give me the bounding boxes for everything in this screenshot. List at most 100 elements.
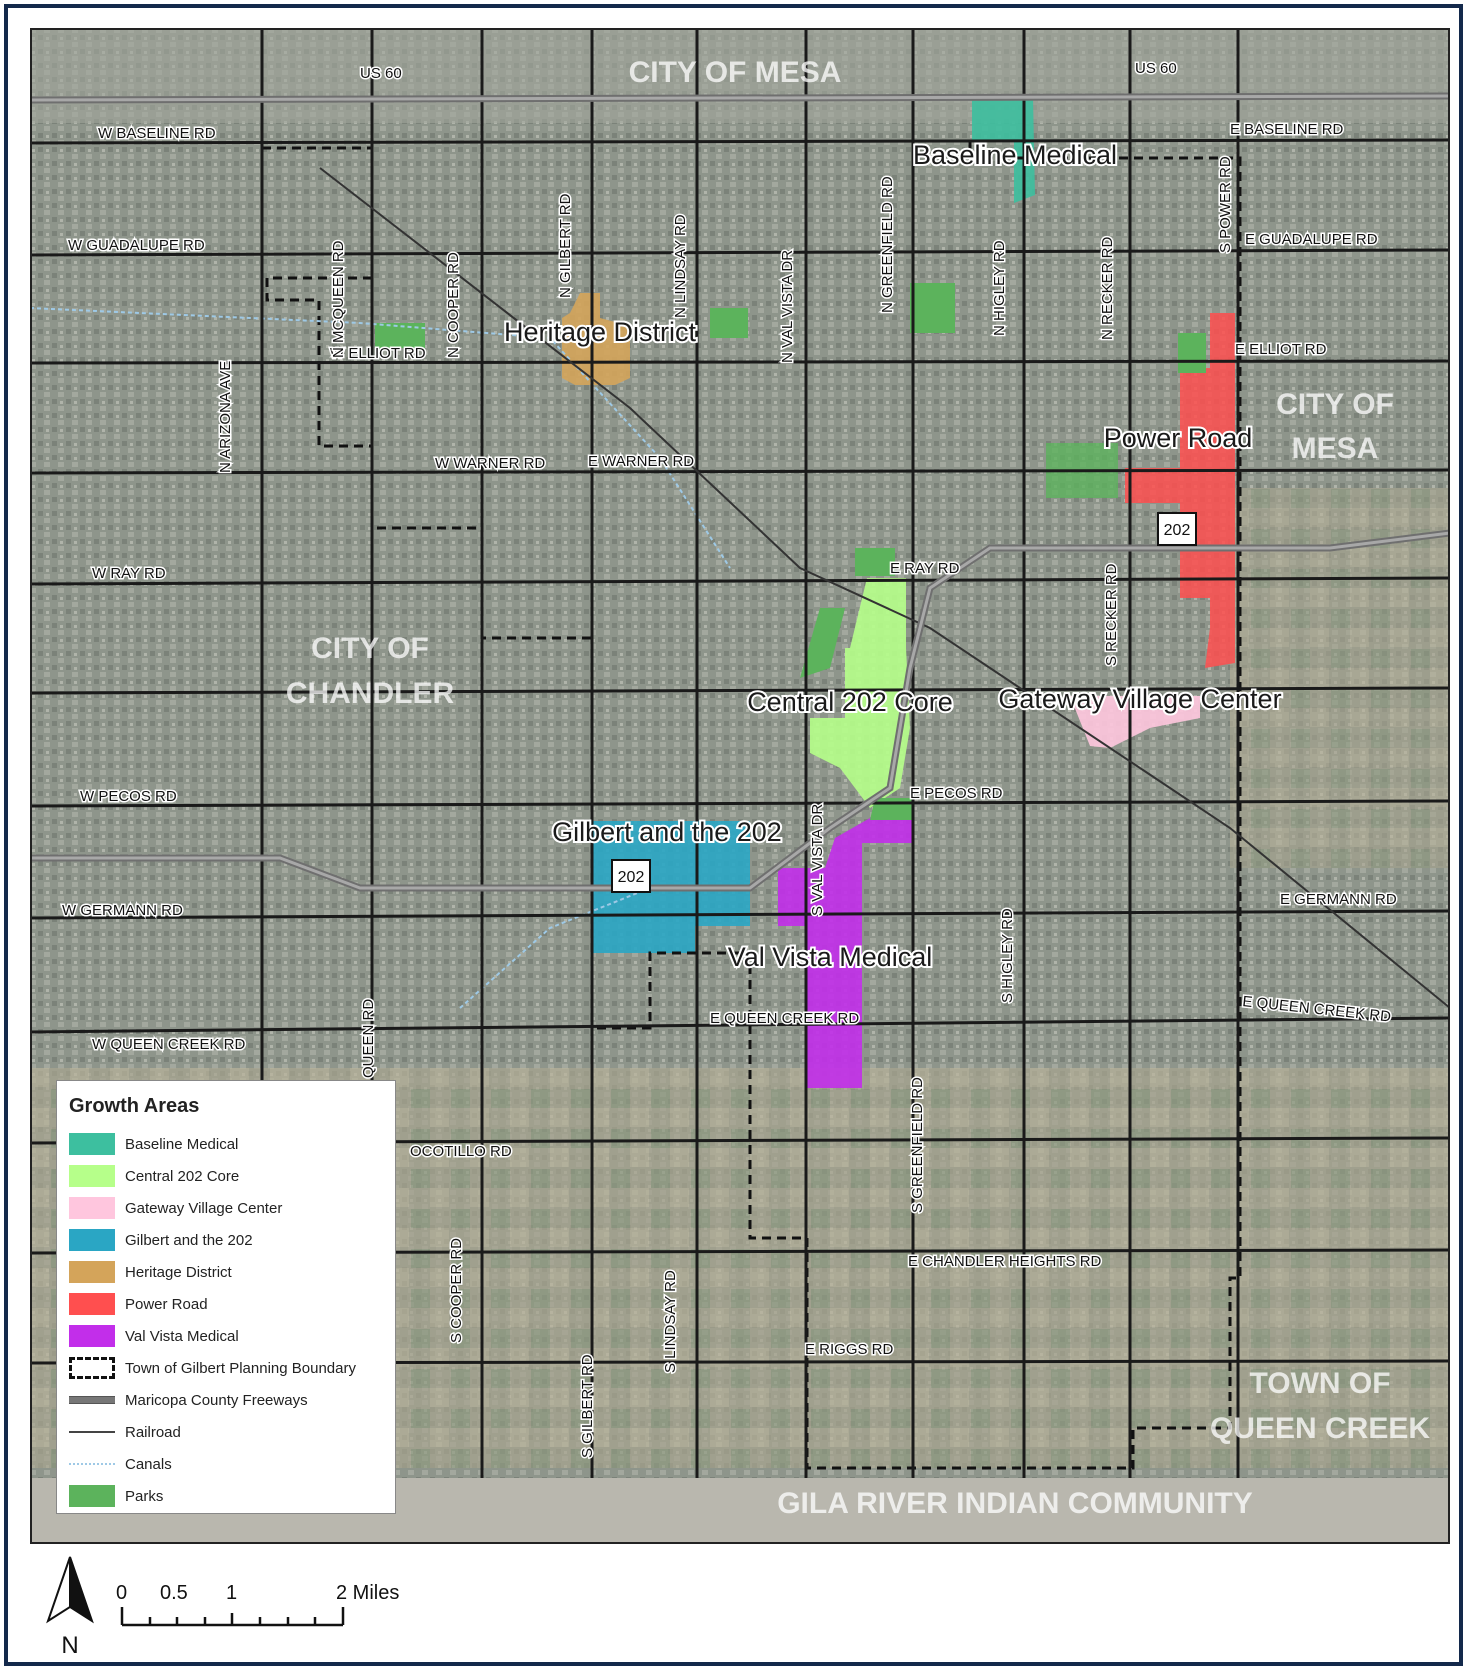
park xyxy=(1178,333,1206,373)
road-label: S RECKER RD xyxy=(1103,563,1120,666)
legend-label: Parks xyxy=(125,1487,164,1505)
road-label: S LINDSAY RD xyxy=(662,1270,679,1373)
legend-label: Town of Gilbert Planning Boundary xyxy=(125,1359,356,1377)
scale-bar: N 0 0.5 1 2 Miles xyxy=(46,1556,399,1659)
legend-swatch xyxy=(69,1293,115,1315)
scale-tick-label: 1 xyxy=(226,1582,237,1604)
label-city-of-mesa-right: MESA xyxy=(1292,432,1379,465)
railroad xyxy=(319,167,1450,1009)
jurisdiction-labels: CITY OF MESA CITY OF MESA CITY OF CHANDL… xyxy=(286,56,1431,1520)
svg-text:202: 202 xyxy=(1164,522,1191,539)
label-gilbert-and-the-202: Gilbert and the 202 xyxy=(552,817,782,847)
road-label: S COOPER RD xyxy=(448,1238,465,1343)
road-label: E PECOS RD xyxy=(910,785,1003,802)
road-labels-vertical: N ARIZONA AVE N MCQUEEN RD N COOPER RD N… xyxy=(216,155,1236,1460)
legend-item: Canals xyxy=(69,1448,383,1480)
label-central-202-core: Central 202 Core xyxy=(747,687,953,717)
legend-swatch xyxy=(69,1357,115,1379)
scale-ruler xyxy=(120,1607,345,1627)
road-label: E ELLIOT RD xyxy=(1235,341,1327,358)
legend-label: Maricopa County Freeways xyxy=(125,1391,308,1409)
label-baseline-medical: Baseline Medical xyxy=(913,140,1117,170)
road-label: N GREENFIELD RD xyxy=(879,176,896,313)
road-label: W ELLIOT RD xyxy=(330,345,426,362)
label-town-of-queen-creek: QUEEN CREEK xyxy=(1210,1412,1430,1445)
legend-swatch xyxy=(69,1462,115,1466)
park xyxy=(710,308,748,338)
legend-label: Power Road xyxy=(125,1295,208,1313)
legend-swatch xyxy=(69,1325,115,1347)
label-gateway-village-center: Gateway Village Center xyxy=(998,684,1281,714)
label-heritage-district: Heritage District xyxy=(504,317,697,347)
road-label: E CHANDLER HEIGHTS RD xyxy=(908,1253,1102,1270)
park xyxy=(800,608,845,678)
legend-swatch xyxy=(69,1485,115,1507)
road-label: N VAL VISTA DR xyxy=(779,250,796,363)
legend-label: Central 202 Core xyxy=(125,1167,240,1185)
area-val-vista-medical xyxy=(778,818,912,1088)
area-central-202-core xyxy=(810,578,910,808)
legend-item: Baseline Medical xyxy=(69,1128,383,1160)
legend-item: Parks xyxy=(69,1480,383,1512)
legend-item: Railroad xyxy=(69,1416,383,1448)
road-label: US 60 xyxy=(1135,60,1177,77)
road-label: W GUADALUPE RD xyxy=(68,237,205,254)
park xyxy=(855,548,895,576)
label-city-of-mesa-top: CITY OF MESA xyxy=(629,56,842,89)
legend-title: Growth Areas xyxy=(69,1095,200,1117)
road-label: E GUADALUPE RD xyxy=(1245,231,1378,248)
label-power-road: Power Road xyxy=(1104,423,1253,453)
legend-swatch xyxy=(69,1165,115,1187)
planning-boundary xyxy=(262,140,1242,1470)
road-label: N RECKER RD xyxy=(1099,236,1116,340)
canal xyxy=(459,887,651,1009)
road-label: S POWER RD xyxy=(1217,156,1234,253)
label-city-of-mesa-right: CITY OF xyxy=(1276,388,1394,421)
freeways xyxy=(30,92,1450,892)
legend-swatch xyxy=(69,1229,115,1251)
label-town-of-queen-creek: TOWN OF xyxy=(1249,1367,1390,1400)
area-gateway-village-center xyxy=(1070,696,1200,748)
road-labels-horizontal: US 60 US 60 W BASELINE RD E BASELINE RD … xyxy=(61,59,1399,1360)
label-val-vista-medical: Val Vista Medical xyxy=(728,942,933,972)
legend-swatch xyxy=(69,1396,115,1404)
legend-item: Power Road xyxy=(69,1288,383,1320)
road-label: S GILBERT RD xyxy=(579,1354,596,1458)
park xyxy=(910,283,955,333)
road-label: W PECOS RD xyxy=(80,788,177,805)
legend-item: Central 202 Core xyxy=(69,1160,383,1192)
road-label: S GREENFIELD RD xyxy=(909,1077,926,1213)
road-label: N MCQUEEN RD xyxy=(330,240,347,358)
legend-item: Town of Gilbert Planning Boundary xyxy=(69,1352,383,1384)
legend-item: Gateway Village Center xyxy=(69,1192,383,1224)
road-label: E BASELINE RD xyxy=(1230,121,1344,138)
road-label: N LINDSAY RD xyxy=(672,214,689,318)
road-label: S VAL VISTA DR xyxy=(809,804,826,916)
legend-item: Val Vista Medical xyxy=(69,1320,383,1352)
scale-tick-label: 0 xyxy=(116,1582,127,1604)
legend-label: Heritage District xyxy=(125,1263,232,1281)
road-label: S HIGLEY RD xyxy=(999,908,1016,1003)
north-arrow-icon: N xyxy=(46,1556,94,1659)
legend-label: Val Vista Medical xyxy=(125,1327,239,1345)
road-label: N COOPER RD xyxy=(445,252,462,358)
legend-label: Canals xyxy=(125,1455,172,1473)
area-baseline-medical xyxy=(972,98,1035,203)
legend-label: Railroad xyxy=(125,1423,181,1441)
legend-label: Gilbert and the 202 xyxy=(125,1231,253,1249)
legend-item: Heritage District xyxy=(69,1256,383,1288)
growth-areas xyxy=(562,98,1235,1088)
road-label: OCOTILLO RD xyxy=(410,1143,512,1160)
map-border xyxy=(30,28,1450,1544)
canal xyxy=(30,307,731,569)
legend-swatch xyxy=(69,1133,115,1155)
road-label: W RAY RD xyxy=(92,565,166,582)
legend-item: Gilbert and the 202 xyxy=(69,1224,383,1256)
road-label: E GERMANN RD xyxy=(1280,891,1397,908)
road-label: E WARNER RD xyxy=(588,453,694,470)
legend-label: Gateway Village Center xyxy=(125,1199,283,1217)
sr202-shield: 202 xyxy=(1157,512,1197,546)
mesa-north-band xyxy=(30,28,1450,123)
